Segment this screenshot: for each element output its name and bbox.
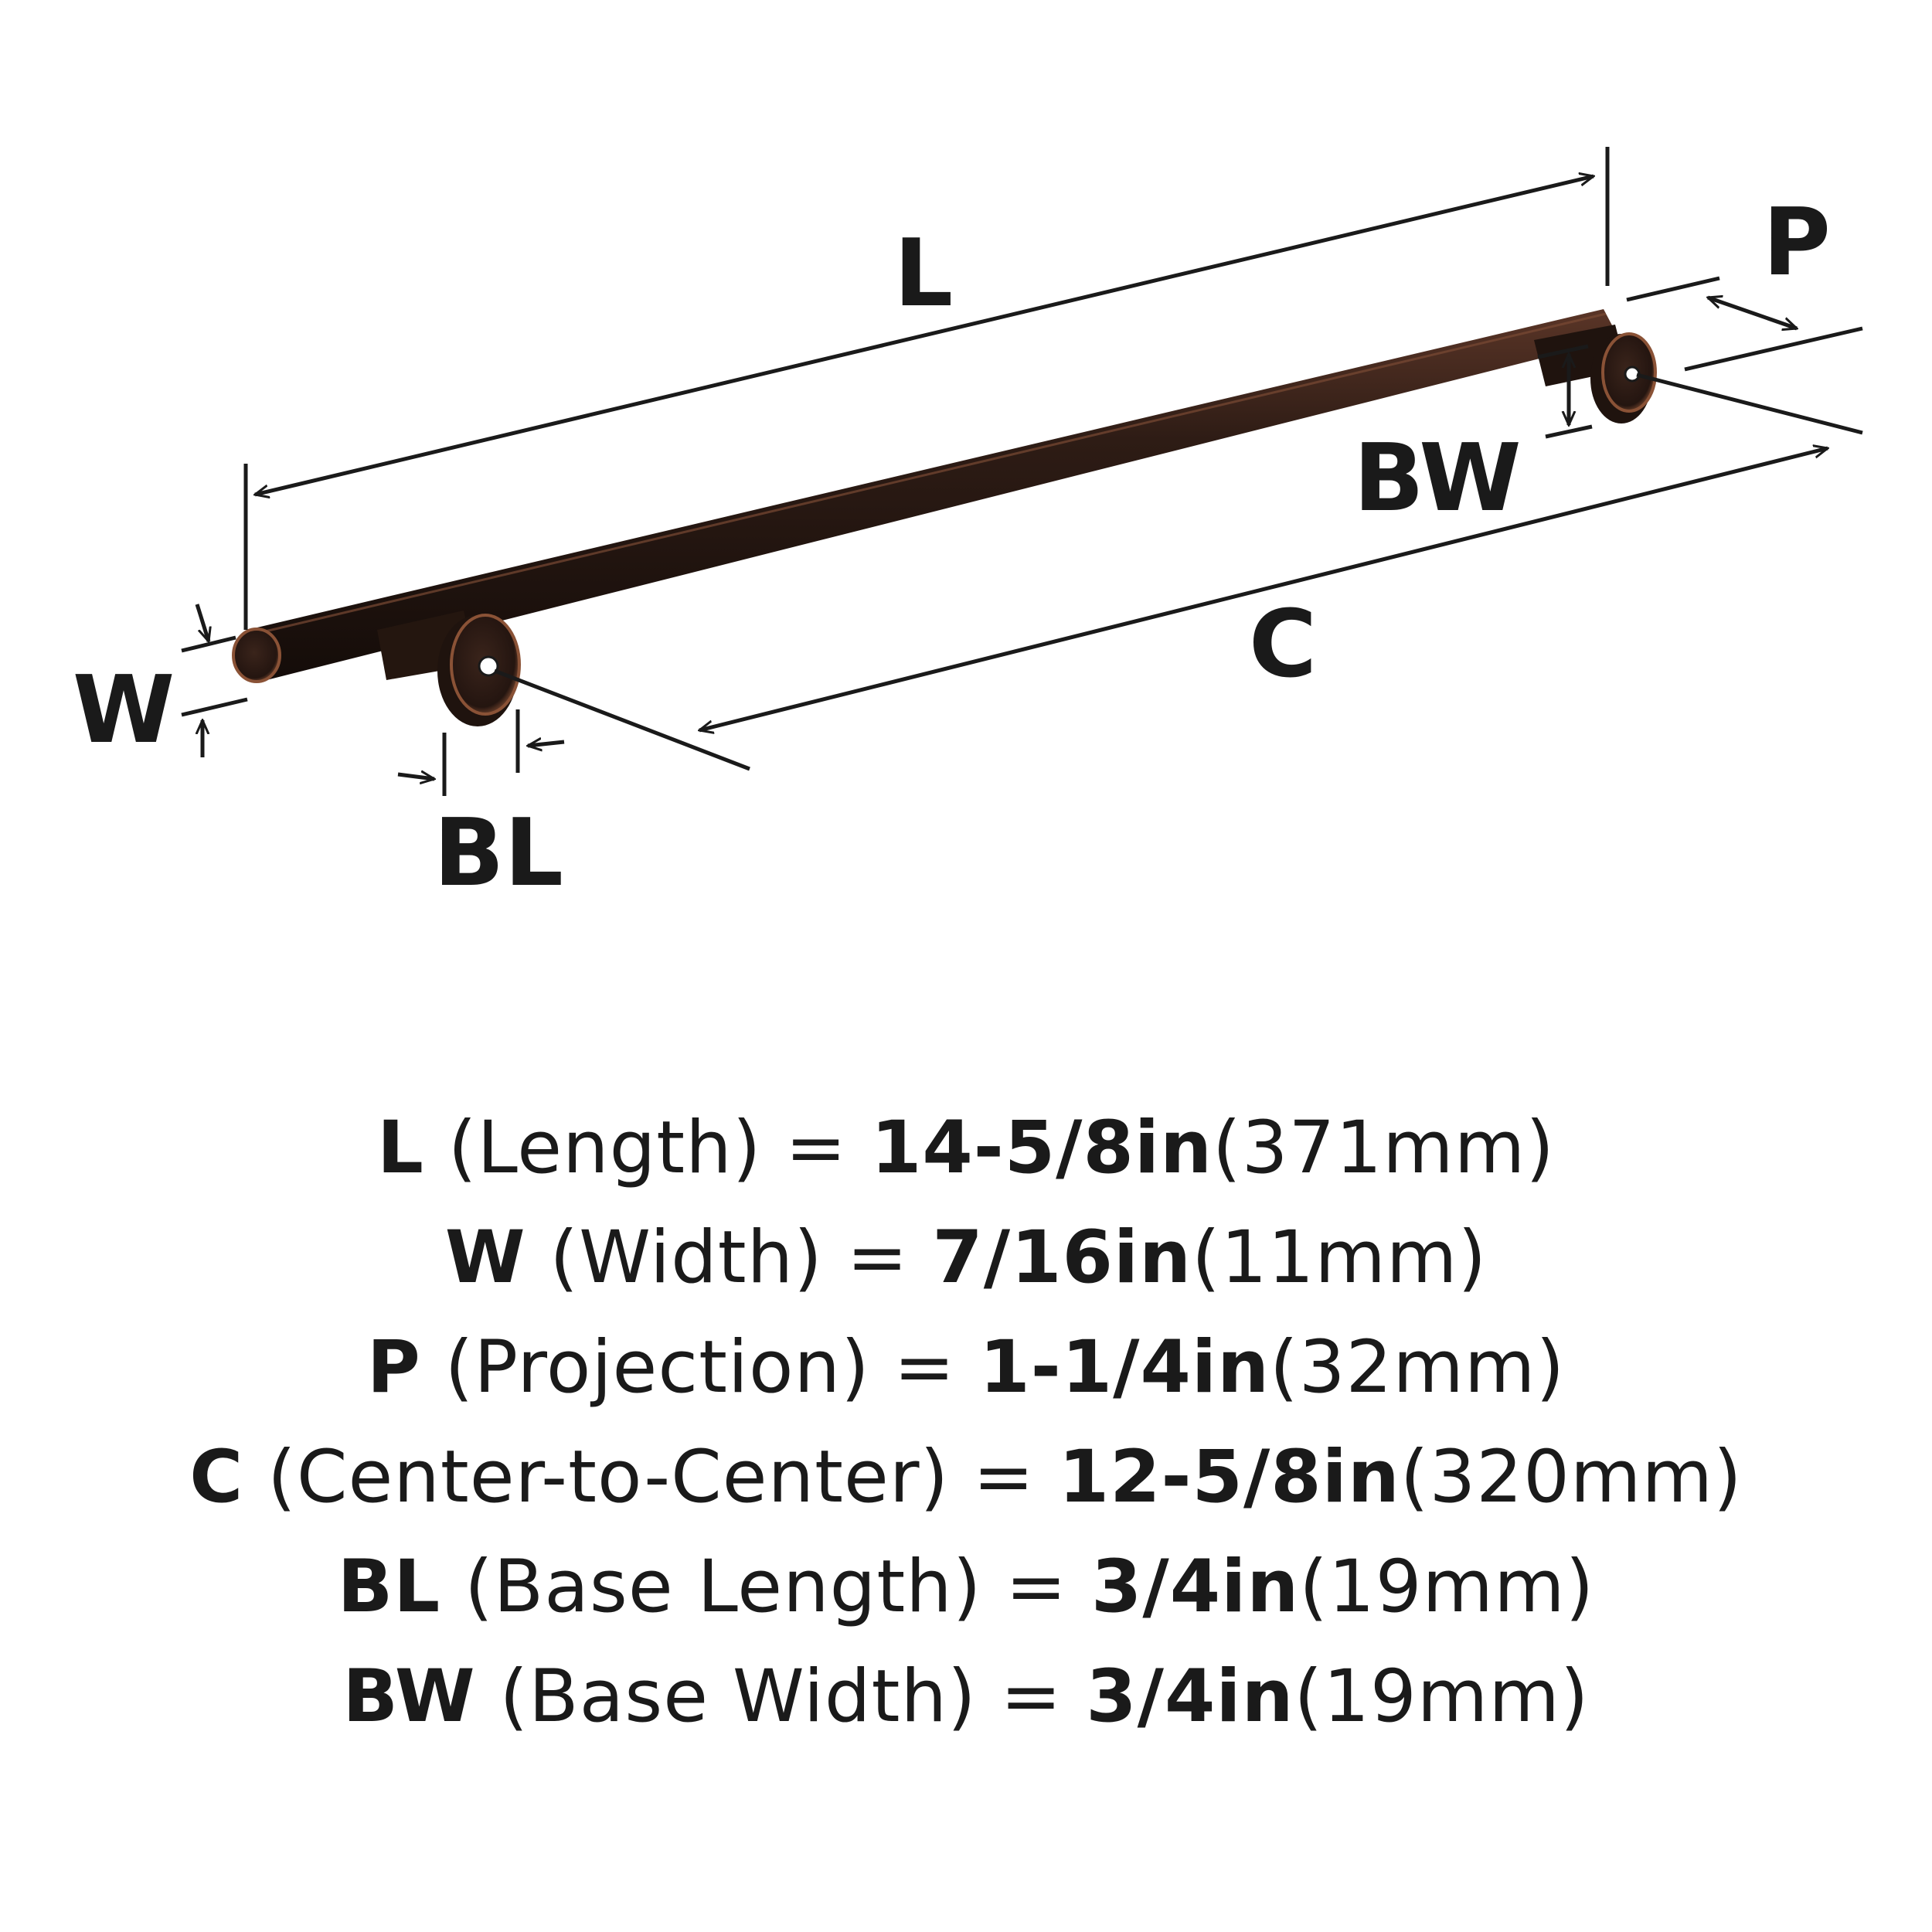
label-W: W [73,657,175,764]
label-P: P [1763,189,1831,297]
spec-metric: (19mm) [1299,1545,1595,1629]
spec-imperial: 7/16in [932,1216,1192,1300]
spec-row-base-length: BL (Base Length) = 3/4in(19mm) [0,1532,1932,1642]
spec-list: L (Length) = 14-5/8in(371mm) W (Width) =… [0,1094,1932,1752]
spec-metric: (320mm) [1400,1435,1743,1519]
spec-metric: (11mm) [1192,1216,1488,1300]
spec-metric: (371mm) [1213,1106,1555,1190]
spec-code: BW [342,1655,476,1739]
spec-desc: (Width) = [526,1216,933,1300]
spec-row-base-width: BW (Base Width) = 3/4in(19mm) [0,1642,1932,1752]
spec-imperial: 12-5/8in [1058,1435,1400,1519]
spec-metric: (32mm) [1270,1325,1566,1410]
spec-imperial: 14-5/8in [870,1106,1213,1190]
spec-row-projection: P (Projection) = 1-1/4in(32mm) [0,1313,1932,1423]
spec-desc: (Center-to-Center) = [243,1435,1059,1519]
spec-imperial: 3/4in [1086,1655,1294,1739]
label-BW: BW [1353,425,1521,532]
dimension-lines [181,147,1863,796]
left-base [437,614,521,726]
spec-code: W [444,1216,526,1300]
spec-desc: (Base Width) = [475,1655,1087,1739]
spec-metric: (19mm) [1294,1655,1590,1739]
spec-code: L [377,1106,424,1190]
spec-code: C [189,1435,244,1519]
label-L: L [894,220,953,328]
spec-code: P [366,1325,421,1410]
spec-imperial: 1-1/4in [979,1325,1270,1410]
dimension-diagram: L P BW C W BL [73,147,1863,907]
spec-imperial: 3/4in [1090,1545,1300,1629]
label-C: C [1249,591,1317,699]
spec-row-width: W (Width) = 7/16in(11mm) [0,1203,1932,1313]
spec-desc: (Projection) = [420,1325,980,1410]
spec-row-length: L (Length) = 14-5/8in(371mm) [0,1094,1932,1203]
spec-row-center-to-center: C (Center-to-Center) = 12-5/8in(320mm) [0,1423,1932,1532]
label-BL: BL [434,800,563,907]
spec-code: BL [337,1545,441,1629]
spec-desc: (Base Length) = [440,1545,1091,1629]
spec-desc: (Length) = [423,1106,871,1190]
